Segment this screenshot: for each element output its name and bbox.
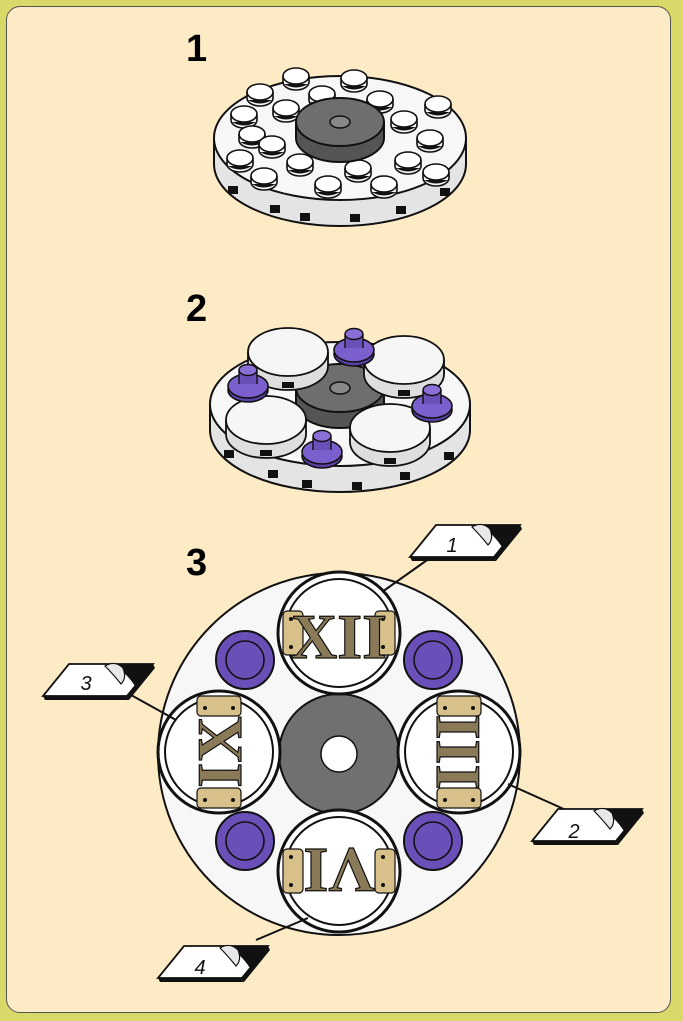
sticker-number-3: 3 <box>80 673 91 695</box>
tile-vi: VI <box>278 810 400 932</box>
sticker-number-2: 2 <box>567 821 579 843</box>
tile-xii: XII <box>278 572 400 694</box>
tile-iii: III <box>398 691 520 813</box>
sticker-number-4: 4 <box>194 957 205 979</box>
step-3-hub <box>279 694 399 814</box>
sticker-callout-3: 3 <box>43 663 155 700</box>
numeral-iii: III <box>423 715 494 790</box>
sticker-number-1: 1 <box>446 535 457 557</box>
numeral-vi: VI <box>303 835 374 906</box>
numeral-xii: XII <box>291 601 387 672</box>
step-1-hub <box>296 98 384 162</box>
numeral-ix: IX <box>184 716 255 787</box>
sticker-callout-1: 1 <box>410 524 522 561</box>
sticker-callout-2: 2 <box>532 808 644 845</box>
tile-ix: IX <box>158 691 280 813</box>
sticker-callout-4: 4 <box>158 945 270 982</box>
